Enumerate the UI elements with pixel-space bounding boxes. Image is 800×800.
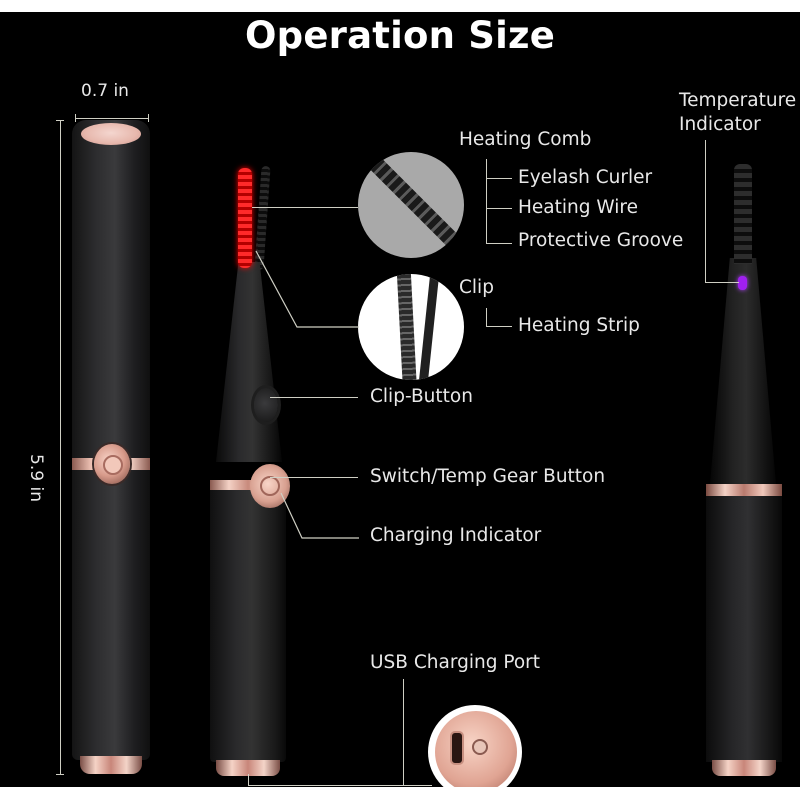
tree-line-heating-comb <box>486 159 487 244</box>
device-handle <box>210 480 286 762</box>
leader-line-clip-button <box>270 397 358 398</box>
device-side-view <box>700 162 790 777</box>
label-temperature-indicator-line2: Indicator <box>679 114 761 135</box>
device-open-view <box>206 162 296 777</box>
device-handle <box>706 484 782 762</box>
width-dimension-line <box>75 118 149 119</box>
leader-line-charging-indicator <box>280 492 359 539</box>
usb-port-closeup <box>428 705 522 787</box>
heated-comb <box>238 168 252 268</box>
leader-line-heating-comb <box>252 207 358 208</box>
label-clip: Clip <box>459 277 494 298</box>
page-title: Operation Size <box>244 14 556 57</box>
height-dimension-line <box>60 120 61 775</box>
clip-button-icon <box>254 388 278 422</box>
height-dimension-tick-top <box>56 120 64 121</box>
width-dimension-tick-left <box>75 114 76 122</box>
leader-line-temperature-vertical <box>705 140 706 282</box>
device-cap <box>81 123 141 145</box>
comb-head <box>734 164 752 264</box>
leader-line-usb-drop <box>248 774 249 786</box>
power-button-icon <box>94 444 130 484</box>
product-infographic: Operation Size 0.7 in 5.9 in <box>0 12 800 787</box>
label-usb-charging-port: USB Charging Port <box>370 652 541 673</box>
clip-closeup <box>358 274 464 380</box>
leader-line-usb-horizontal <box>248 785 432 786</box>
device-base <box>216 760 280 776</box>
height-dimension-label: 5.9 in <box>25 454 46 502</box>
branch-protective-groove <box>486 243 512 244</box>
rose-gold-band <box>210 480 286 490</box>
tree-line-clip <box>486 308 487 327</box>
branch-heating-wire <box>486 208 512 209</box>
usb-port-icon <box>450 731 464 765</box>
device-base <box>712 760 776 776</box>
leader-line-usb-vertical <box>403 679 404 785</box>
label-eyelash-curler: Eyelash Curler <box>518 167 653 188</box>
branch-eyelash-curler <box>486 178 512 179</box>
label-protective-groove: Protective Groove <box>518 230 684 251</box>
label-switch-temp-gear-button: Switch/Temp Gear Button <box>370 466 606 487</box>
device-base <box>80 756 142 774</box>
heating-comb-closeup <box>358 152 464 258</box>
label-charging-indicator: Charging Indicator <box>370 525 542 546</box>
width-dimension-label: 0.7 in <box>81 81 129 101</box>
branch-heating-strip <box>486 326 512 327</box>
label-heating-wire: Heating Wire <box>518 197 638 218</box>
width-dimension-tick-right <box>148 114 149 122</box>
device-head <box>710 258 776 484</box>
rose-gold-band <box>706 484 782 496</box>
label-heating-comb: Heating Comb <box>459 129 592 150</box>
height-dimension-tick-bottom <box>56 774 64 775</box>
leader-line-temperature-horizontal <box>705 282 739 283</box>
device-body <box>72 120 150 760</box>
label-clip-button: Clip-Button <box>370 386 473 407</box>
leader-line-clip <box>255 250 359 328</box>
temperature-led-icon <box>738 276 747 290</box>
device-closed-view <box>72 120 150 776</box>
leader-line-switch-button <box>270 477 358 478</box>
label-heating-strip: Heating Strip <box>518 315 640 336</box>
label-temperature-indicator-line1: Temperature <box>679 90 797 111</box>
